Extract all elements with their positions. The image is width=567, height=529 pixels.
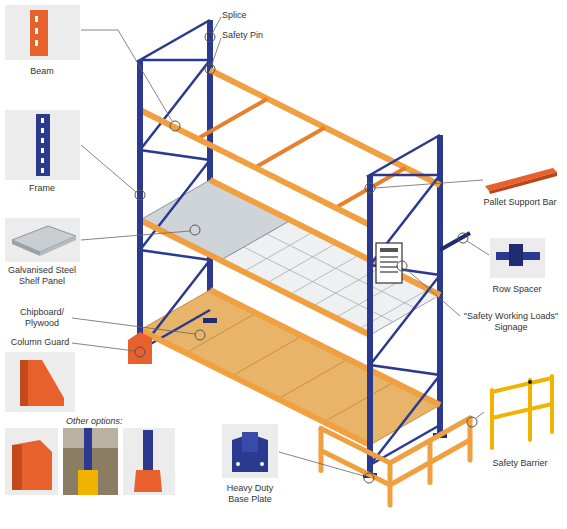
column-guard	[128, 332, 152, 364]
part-label: Safety Barrier	[478, 458, 562, 469]
option-thumbnails	[5, 428, 175, 495]
part-label: Other options:	[66, 416, 138, 427]
pallet-support-bar-thumbnail	[485, 168, 557, 194]
callout-circles	[135, 32, 477, 483]
part-label: Frame	[2, 183, 82, 194]
safety-barrier-thumbnail	[492, 376, 552, 448]
safety-barrier	[321, 418, 470, 505]
part-label: "Safety Working Loads" Signage	[458, 311, 564, 333]
part-label: Chipboard/ Plywood	[12, 307, 72, 329]
part-label: Pallet Support Bar	[476, 197, 564, 208]
leader-lines	[72, 17, 489, 476]
part-label: Splice	[222, 10, 266, 21]
base-plate-thumbnail	[222, 424, 278, 478]
column-guard-thumbnail	[5, 352, 75, 412]
part-label: Row Spacer	[478, 284, 556, 295]
part-label: Beam	[2, 66, 82, 77]
rack-front-beams	[140, 110, 370, 445]
base-plates	[133, 318, 447, 478]
frame-bracing	[140, 20, 440, 465]
part-label: Safety Pin	[222, 30, 278, 41]
row-spacer	[440, 233, 470, 250]
beam-thumbnail	[5, 5, 80, 60]
shelf-panel-thumbnail	[5, 218, 80, 262]
rack-front-posts	[140, 60, 370, 475]
frame-thumbnail	[5, 110, 80, 180]
part-label: Heavy Duty Base Plate	[218, 483, 282, 505]
part-label: Column Guard	[0, 337, 80, 348]
rack-back-beams	[210, 70, 440, 405]
part-label: Galvanised Steel Shelf Panel	[2, 265, 82, 287]
row-spacer-thumbnail	[490, 238, 545, 278]
